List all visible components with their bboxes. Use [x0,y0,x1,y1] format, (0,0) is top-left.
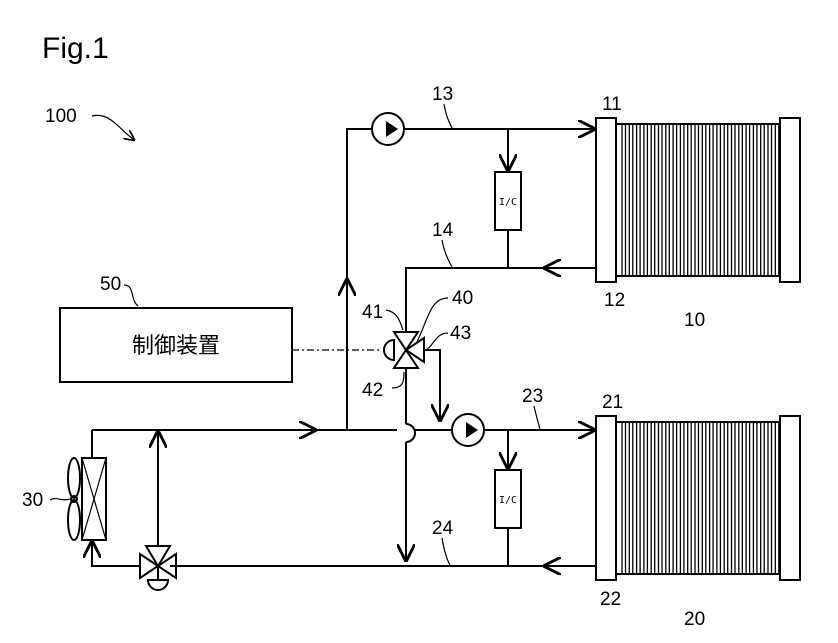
controller-leader [124,285,138,306]
stack-cell-plate [622,422,626,574]
fuel-cell-stack-1 [596,118,800,282]
stack-cell-plate [688,124,692,276]
stack-cell-plate [717,422,721,574]
stack-cell-plate [761,422,765,574]
stack-cell-plate [761,124,765,276]
stack-cell-plate [702,422,706,574]
stack-cell-plate [680,422,684,574]
stack-cell-plate [746,422,750,574]
valve-port-42-ref: 42 [362,380,383,401]
stack-cell-plate [717,124,721,276]
stack-cell-plate [768,422,772,574]
stack-cell-plate [651,422,655,574]
stack-cell-plate [702,124,706,276]
fuel-cell-stack-2 [596,416,800,580]
return-pipe-14-ref: 14 [432,220,454,241]
stack-cell-plate [695,422,699,574]
bypass-three-way-valve [140,546,176,590]
stack-cell-plate [622,124,626,276]
stack-cell-plate [710,124,714,276]
stack-cell-plate [768,124,772,276]
stack2-outlet-ref: 22 [600,589,621,610]
valve-port-43-ref: 43 [450,323,471,344]
stack2-ref: 20 [684,609,705,630]
stack-cell-plate [753,124,757,276]
stack-cell-plate [753,422,757,574]
controller-ref: 50 [100,274,121,295]
stack-cell-plate [732,422,736,574]
stack-cell-plate [629,124,633,276]
stack-cell-plate [739,422,743,574]
stack-cell-plate [644,124,648,276]
return-pipe-24-ref: 24 [432,518,454,539]
stack2-inlet-ref: 21 [602,392,623,413]
stack-cell-plate [695,124,699,276]
valve-port-41-ref: 41 [362,302,383,323]
stack1-inlet-ref: 11 [602,94,622,115]
stack-cell-plate [739,124,743,276]
stack-cell-plate [659,422,663,574]
ion-exchanger-1-label: I/C [499,197,517,208]
stack-cell-plate [724,124,728,276]
system-ref-arrow [92,115,134,140]
stack-cell-plate [637,422,641,574]
stack1-outlet-ref: 12 [604,290,625,311]
stack-cell-plate [637,124,641,276]
stack-cell-plate [688,422,692,574]
supply-pipe-23-ref: 23 [522,386,543,407]
stack-cell-plate [651,124,655,276]
stack-cell-plate [666,124,670,276]
stack-cell-plate [644,422,648,574]
three-way-valve-40 [384,332,424,368]
controller-label: 制御装置 [132,334,220,359]
supply-pipe-13-ref: 13 [432,84,453,105]
figure-title: Fig.1 [42,32,109,65]
ion-exchanger-2-label: I/C [499,495,517,506]
radiator-ref: 30 [22,490,43,511]
stack-cell-plate [629,422,633,574]
valve-ref-40: 40 [452,288,473,309]
stack-cell-plate [724,422,728,574]
stack-cell-plate [775,422,779,574]
stack-cell-plate [673,124,677,276]
stack-cell-plate [746,124,750,276]
system-ref-label: 100 [45,106,77,127]
stack-cell-plate [732,124,736,276]
stack1-ref: 10 [684,310,705,331]
stack-cell-plate [666,422,670,574]
stack-cell-plate [673,422,677,574]
stack-cell-plate [710,422,714,574]
stack-cell-plate [659,124,663,276]
stack-cell-plate [775,124,779,276]
radiator-30 [82,458,106,540]
stack-cell-plate [680,124,684,276]
